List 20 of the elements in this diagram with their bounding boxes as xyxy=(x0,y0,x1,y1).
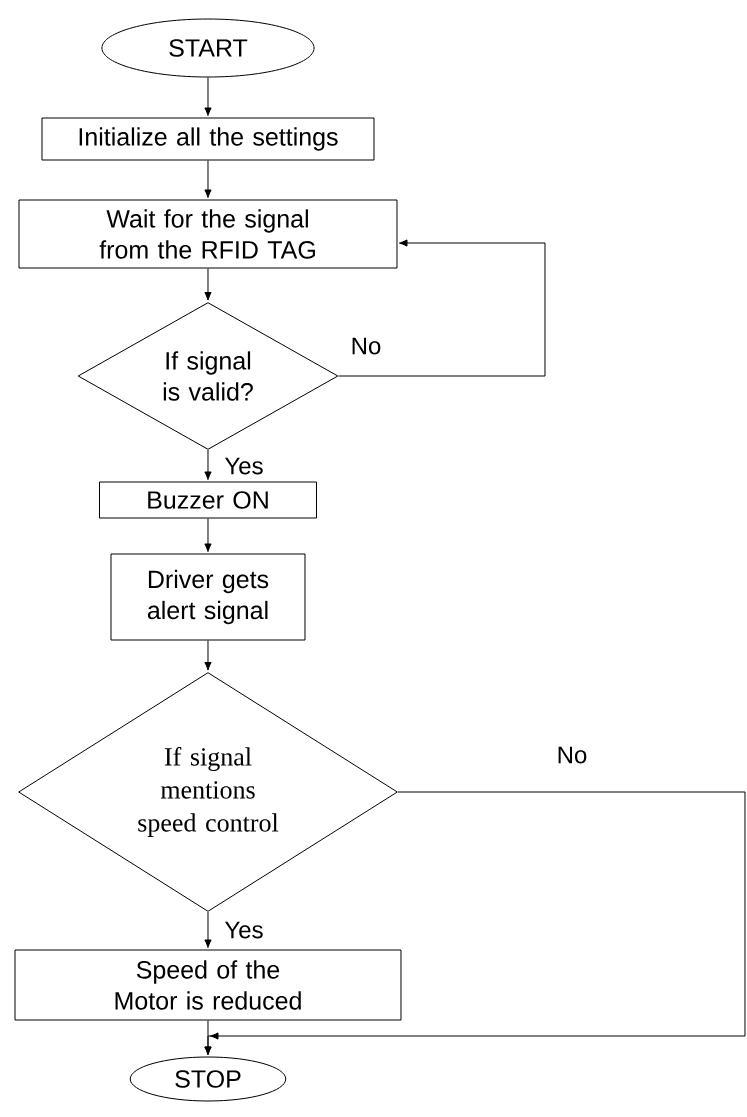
arrow xyxy=(204,268,212,301)
arrow xyxy=(338,239,546,377)
arrow xyxy=(204,518,212,553)
arrow xyxy=(204,449,212,481)
stop-terminal: STOP xyxy=(129,1056,287,1102)
arrow xyxy=(204,911,212,949)
edge-label: No xyxy=(555,745,589,765)
edge-label: Yes xyxy=(223,920,265,940)
edge-label: Yes xyxy=(223,456,265,476)
arrow xyxy=(204,1020,212,1056)
process-box: Driver gets alert signal xyxy=(110,553,306,641)
edge-label: No xyxy=(349,336,383,356)
process-box: Speed of the Motor is reduced xyxy=(14,949,402,1021)
start-terminal: START xyxy=(101,18,315,78)
process-box: Initialize all the settings xyxy=(41,117,375,161)
arrow xyxy=(204,77,212,117)
process-box: Buzzer ON xyxy=(99,481,317,519)
arrow xyxy=(204,160,212,199)
arrow xyxy=(204,640,212,671)
process-box: Wait for the signal from the RFID TAG xyxy=(18,199,398,269)
